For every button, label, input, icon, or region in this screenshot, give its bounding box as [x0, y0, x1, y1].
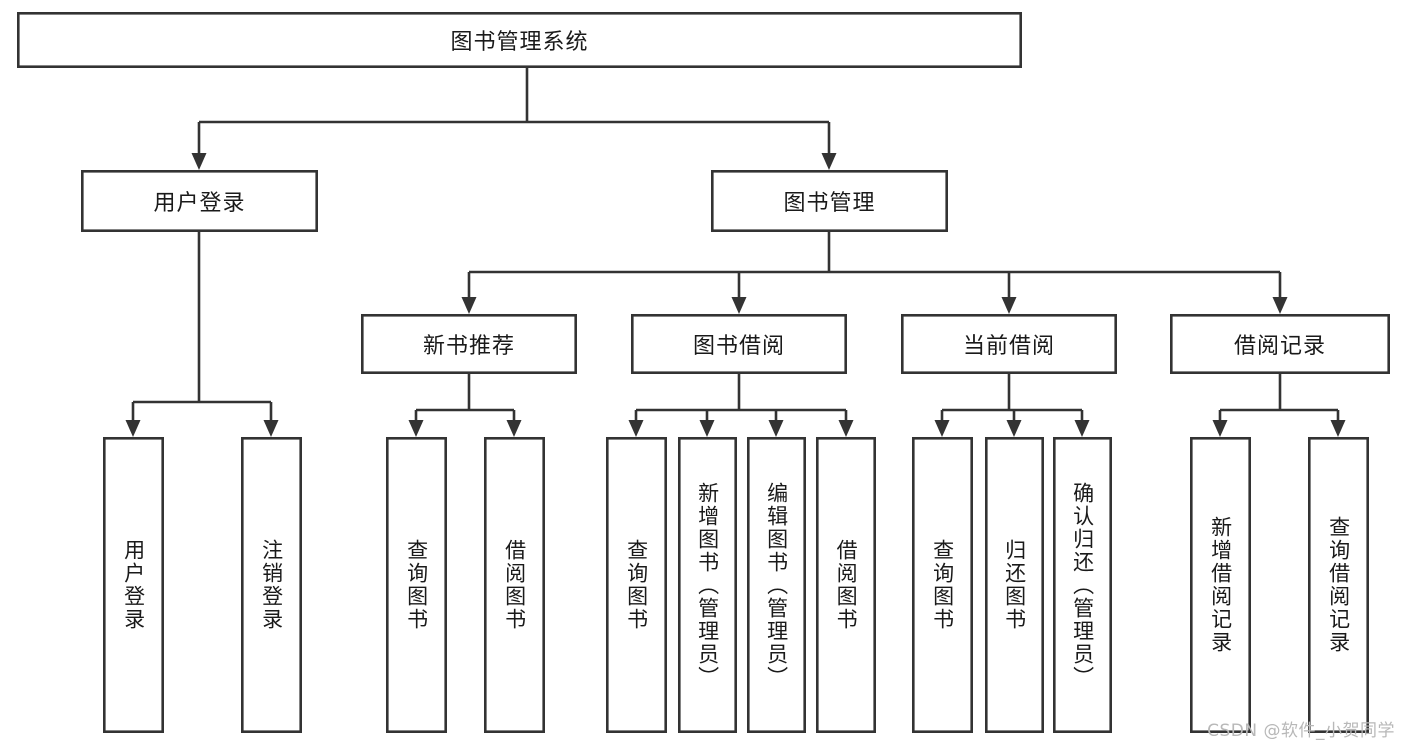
node-book-borrow-box[interactable]	[630, 313, 847, 374]
connector-links-layer	[125, 68, 1346, 437]
node-user-login-box[interactable]	[81, 170, 318, 233]
node-leaf-borrow-book-2-box[interactable]	[815, 436, 876, 733]
node-borrow-record-box[interactable]	[1170, 313, 1391, 374]
currentborrow-to-leaves-arrow-1	[1006, 420, 1022, 437]
bookborrow-to-leaves-arrow-3	[838, 420, 854, 437]
currentborrow-to-leaves-arrow-0	[934, 420, 950, 437]
bookborrow-to-leaves-arrow-1	[699, 420, 715, 437]
bookmanage-to-level2-arrow-2	[1001, 297, 1017, 314]
node-leaf-confirm-return-box[interactable]	[1053, 436, 1113, 733]
node-leaf-user-login-box[interactable]	[103, 436, 165, 733]
watermark-text: CSDN @软件_小贺同学	[1207, 721, 1395, 741]
root-to-level1-arrow-0	[191, 153, 207, 170]
userlogin-to-leaves-arrow-1	[263, 420, 279, 437]
node-leaf-query-book-2-box[interactable]	[605, 436, 667, 733]
node-current-borrow-box[interactable]	[900, 313, 1117, 374]
node-leaf-add-book-box[interactable]	[677, 436, 737, 733]
node-boxes-layer	[16, 12, 1391, 733]
node-root-system-box[interactable]	[16, 12, 1023, 69]
node-leaf-query-book-3-box[interactable]	[911, 436, 973, 733]
bookmanage-to-level2-arrow-1	[731, 297, 747, 314]
node-leaf-add-record-box[interactable]	[1190, 436, 1252, 733]
node-leaf-user-logout-box[interactable]	[241, 436, 303, 733]
node-leaf-query-book-1-box[interactable]	[385, 436, 447, 733]
node-leaf-edit-book-box[interactable]	[746, 436, 806, 733]
node-new-book-rec-box[interactable]	[360, 313, 577, 374]
node-leaf-borrow-book-1-box[interactable]	[483, 436, 545, 733]
userlogin-to-leaves-arrow-0	[125, 420, 141, 437]
borrowrecord-to-leaves-arrow-0	[1212, 420, 1228, 437]
currentborrow-to-leaves-arrow-2	[1074, 420, 1090, 437]
borrowrecord-to-leaves-arrow-1	[1330, 420, 1346, 437]
bookmanage-to-level2-arrow-0	[461, 297, 477, 314]
node-leaf-return-book-box[interactable]	[984, 436, 1044, 733]
newbookrec-to-leaves-arrow-0	[408, 420, 424, 437]
node-leaf-query-record-box[interactable]	[1308, 436, 1370, 733]
bookborrow-to-leaves-arrow-0	[628, 420, 644, 437]
bookmanage-to-level2-arrow-3	[1272, 297, 1288, 314]
node-book-manage-box[interactable]	[710, 170, 948, 233]
newbookrec-to-leaves-arrow-1	[506, 420, 522, 437]
bookborrow-to-leaves-arrow-2	[768, 420, 784, 437]
root-to-level1-arrow-1	[821, 153, 837, 170]
